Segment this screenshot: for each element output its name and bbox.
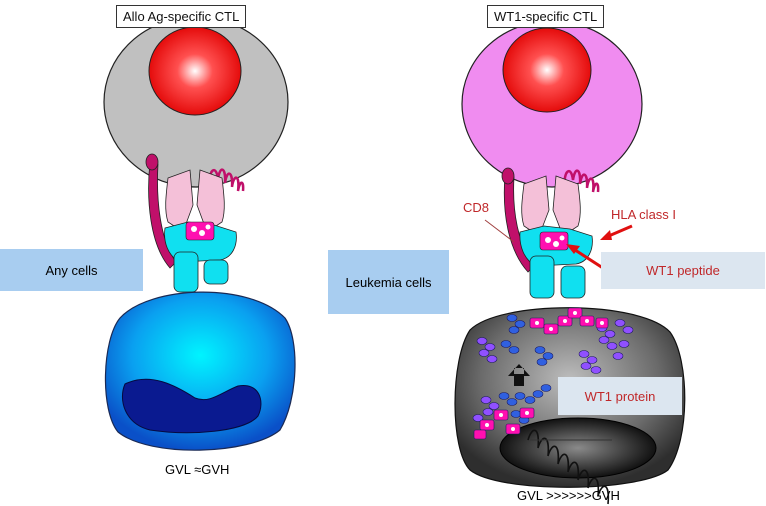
peptide-pointer-arrow xyxy=(571,246,607,272)
right-tcr-beta xyxy=(552,175,581,237)
right-panel-title: WT1-specific CTL xyxy=(487,5,605,28)
wt1-peptide-label: WT1 peptide xyxy=(601,252,765,289)
right-tcr-alpha xyxy=(521,175,550,237)
leukemia-cells-label: Leukemia cells xyxy=(328,250,449,314)
left-caption: GVL ≈GVH xyxy=(165,462,230,477)
right-ctl-nucleus xyxy=(502,27,592,113)
any-cells-label: Any cells xyxy=(0,249,143,291)
right-caption: GVL >>>>>>GVH xyxy=(517,488,620,503)
hla-class-i-label: HLA class I xyxy=(611,207,677,222)
wt1-protein-label: WT1 protein xyxy=(558,377,682,415)
dna-coil-icon xyxy=(527,429,612,505)
left-panel xyxy=(103,16,296,451)
left-membrane-coil xyxy=(208,168,245,192)
wt1-protein-clusters xyxy=(472,307,634,440)
right-membrane-coil xyxy=(563,169,600,193)
left-peptide xyxy=(185,221,215,241)
right-peptide xyxy=(539,231,569,251)
left-panel-title: Allo Ag-specific CTL xyxy=(116,5,247,28)
left-tcr-alpha xyxy=(165,169,194,233)
left-mhc-molecule xyxy=(164,221,237,293)
cd8-pointer-line xyxy=(484,219,515,243)
left-target-nucleus xyxy=(121,378,262,434)
up-arrow-icon xyxy=(508,364,530,386)
cd8-label: CD8 xyxy=(463,200,490,215)
left-ctl-nucleus xyxy=(148,26,242,116)
